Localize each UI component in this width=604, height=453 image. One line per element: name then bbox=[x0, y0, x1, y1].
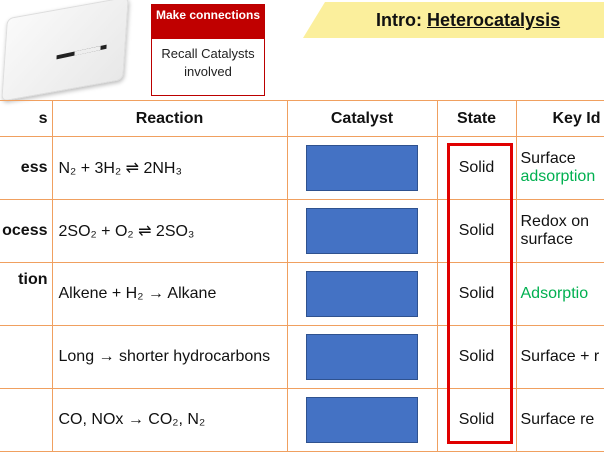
callout-body: Recall Catalysts involved bbox=[161, 46, 255, 79]
marker-pen-image bbox=[56, 44, 107, 60]
table-row: Long → shorter hydrocarbons Solid Surfac… bbox=[0, 325, 604, 389]
reaction-cell: Alkene + H₂ → Alkane bbox=[51, 262, 288, 326]
key-idea-line2: adsorption bbox=[520, 168, 596, 185]
key-idea-line1: Surface re bbox=[520, 411, 595, 428]
key-idea-line1: Surface bbox=[520, 150, 576, 167]
reaction-cell: N₂ + 3H₂ ⇌ 2NH₃ bbox=[51, 136, 288, 200]
title-main: Heterocatalysis bbox=[427, 10, 561, 30]
process-cell bbox=[0, 388, 53, 452]
catalyst-hidden-box[interactable] bbox=[306, 397, 418, 443]
key-idea-cell: Adsorptio bbox=[515, 262, 604, 326]
key-idea-line1: Redox on bbox=[520, 213, 590, 230]
table-row: CO, NOx → CO₂, N₂ Solid Surface re bbox=[0, 388, 604, 452]
catalyst-cell bbox=[286, 136, 438, 200]
whiteboard-image bbox=[1, 0, 129, 102]
catalyst-hidden-box[interactable] bbox=[306, 334, 418, 380]
title-banner bbox=[303, 2, 604, 38]
key-idea-cell: Surface re bbox=[515, 388, 604, 452]
table-row: tion Alkene + H₂ → Alkane Solid Adsorpti… bbox=[0, 262, 604, 326]
header-key-idea: Key Id bbox=[515, 100, 604, 137]
header-row: s Reaction Catalyst State Key Id bbox=[0, 100, 604, 137]
process-cell bbox=[0, 325, 53, 389]
slide-title: Intro: Heterocatalysis bbox=[376, 10, 560, 31]
catalyst-cell bbox=[286, 199, 438, 263]
header-state: State bbox=[436, 100, 517, 137]
key-idea-line1: Surface + r bbox=[520, 348, 600, 365]
state-highlight-box bbox=[447, 143, 513, 444]
catalyst-hidden-box[interactable] bbox=[306, 145, 418, 191]
catalyst-hidden-box[interactable] bbox=[306, 271, 418, 317]
key-idea-cell: Surface + r bbox=[515, 325, 604, 389]
make-connections-box: Make connections Recall Catalysts involv… bbox=[151, 4, 265, 96]
callout-header: Make connections bbox=[152, 5, 264, 39]
title-prefix: Intro: bbox=[376, 10, 427, 30]
catalyst-cell bbox=[286, 262, 438, 326]
header-process: s bbox=[0, 100, 53, 137]
header-reaction: Reaction bbox=[51, 100, 288, 137]
catalyst-cell bbox=[286, 388, 438, 452]
reaction-cell: Long → shorter hydrocarbons bbox=[51, 325, 288, 389]
catalyst-hidden-box[interactable] bbox=[306, 208, 418, 254]
header-catalyst: Catalyst bbox=[286, 100, 438, 137]
process-cell: ess bbox=[0, 136, 53, 200]
process-cell: tion bbox=[0, 262, 53, 326]
process-cell: ocess bbox=[0, 199, 53, 263]
key-idea-line2: surface bbox=[520, 231, 573, 248]
reaction-cell: CO, NOx → CO₂, N₂ bbox=[51, 388, 288, 452]
catalyst-table: s Reaction Catalyst State Key Id ess N₂ … bbox=[0, 100, 604, 452]
catalyst-cell bbox=[286, 325, 438, 389]
reaction-cell: 2SO₂ + O₂ ⇌ 2SO₃ bbox=[51, 199, 288, 263]
key-idea-line2: Adsorptio bbox=[520, 285, 589, 302]
